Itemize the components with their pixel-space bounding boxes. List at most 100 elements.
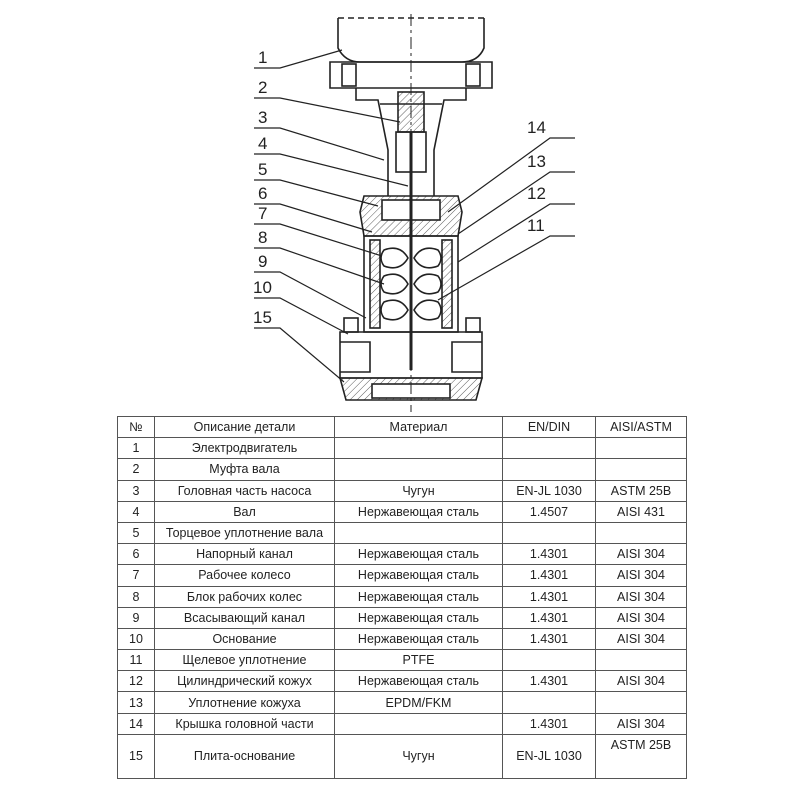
cell-material: Нержавеющая сталь	[334, 543, 503, 566]
cell-material	[334, 712, 503, 735]
impeller-1-right	[413, 247, 442, 269]
callout-12: 12	[527, 184, 546, 203]
cell-aisi-astm: ASTM 25B	[595, 479, 687, 502]
cell-material	[334, 437, 503, 460]
cell-aisi-astm	[595, 458, 687, 481]
cell-description: Основание	[154, 627, 335, 651]
callout-8: 8	[258, 228, 267, 247]
callout-9: 9	[258, 252, 267, 271]
cell-number: 3	[117, 479, 155, 502]
cell-number: 8	[117, 585, 155, 608]
impeller-1-left	[380, 247, 409, 269]
cell-description: Рабочее колесо	[154, 564, 335, 587]
cell-en-din: 1.4301	[502, 564, 596, 587]
cell-material: Нержавеющая сталь	[334, 606, 503, 629]
cell-aisi-astm	[595, 649, 687, 672]
cell-description: Уплотнение кожуха	[154, 691, 335, 714]
callout-7: 7	[258, 204, 267, 223]
cell-number: 6	[117, 543, 155, 566]
cell-material: Нержавеющая сталь	[334, 670, 503, 693]
col-header-description: Описание детали	[154, 415, 335, 439]
col-header-material: Материал	[334, 415, 503, 439]
callout-1: 1	[258, 48, 267, 67]
cell-en-din: 1.4301	[502, 670, 596, 693]
outlet-flange-left	[343, 317, 359, 333]
cell-material	[334, 521, 503, 545]
cell-number: 4	[117, 500, 155, 523]
cell-number: 13	[117, 691, 155, 714]
cell-en-din	[502, 458, 596, 481]
flange-bolt-right	[465, 63, 481, 87]
cell-aisi-astm	[595, 437, 687, 460]
cell-aisi-astm: AISI 304	[595, 712, 687, 735]
cell-en-din	[502, 649, 596, 672]
cell-number: 5	[117, 521, 155, 545]
cell-material: EPDM/FKM	[334, 691, 503, 714]
cell-aisi-astm	[595, 521, 687, 545]
col-header-en-din: EN/DIN	[502, 415, 596, 439]
impeller-2-right	[413, 273, 442, 295]
cell-material: Нержавеющая сталь	[334, 585, 503, 608]
impeller-3-left	[380, 299, 409, 321]
cell-description: Торцевое уплотнение вала	[154, 521, 335, 545]
outlet-flange-right	[465, 317, 481, 333]
flange-bolt-left	[341, 63, 357, 87]
cell-description: Цилиндрический кожух	[154, 670, 335, 693]
cell-number: 10	[117, 627, 155, 651]
col-header-aisi-astm: AISI/ASTM	[595, 415, 687, 439]
cell-description: Головная часть насоса	[154, 479, 335, 502]
cell-material: Нержавеющая сталь	[334, 500, 503, 523]
cell-en-din	[502, 521, 596, 545]
pump-head-lantern	[355, 88, 467, 196]
cell-aisi-astm: AISI 304	[595, 627, 687, 651]
cell-en-din: 1.4301	[502, 627, 596, 651]
cell-en-din: EN-JL 1030	[502, 733, 596, 779]
table-header-row: № Описание детали Материал EN/DIN AISI/A…	[117, 415, 687, 439]
cell-number: 12	[117, 670, 155, 693]
cell-aisi-astm	[595, 691, 687, 714]
motor-flange	[329, 61, 493, 89]
cell-en-din: 1.4301	[502, 585, 596, 608]
callout-13: 13	[527, 152, 546, 171]
cell-description: Напорный канал	[154, 543, 335, 566]
cell-description: Всасывающий канал	[154, 606, 335, 629]
cell-number: 2	[117, 458, 155, 481]
pump-cross-section-drawing: 1 2 3 4 5 6 7 8 9 10 15 14 13 12 11	[253, 14, 575, 412]
cell-aisi-astm: AISI 304	[595, 564, 687, 587]
cell-number: 1	[117, 437, 155, 460]
cell-aisi-astm: AISI 304	[595, 606, 687, 629]
cell-aisi-astm: AISI 304	[595, 670, 687, 693]
cell-material: Чугун	[334, 479, 503, 502]
cell-aisi-astm: AISI 304	[595, 543, 687, 566]
cell-description: Крышка головной части	[154, 712, 335, 735]
callout-10: 10	[253, 278, 272, 297]
cell-aisi-astm: AISI 304	[595, 585, 687, 608]
impeller-2-left	[380, 273, 409, 295]
cell-aisi-astm: ASTM 25B	[595, 733, 687, 779]
callout-3: 3	[258, 108, 267, 127]
cell-en-din: 1.4301	[502, 712, 596, 735]
cell-en-din: 1.4507	[502, 500, 596, 523]
cell-number: 11	[117, 649, 155, 672]
parts-table: № Описание детали Материал EN/DIN AISI/A…	[117, 415, 687, 779]
cell-material: PTFE	[334, 649, 503, 672]
cell-description: Вал	[154, 500, 335, 523]
cell-en-din	[502, 691, 596, 714]
cell-description: Блок рабочих колес	[154, 585, 335, 608]
cell-material	[334, 458, 503, 481]
